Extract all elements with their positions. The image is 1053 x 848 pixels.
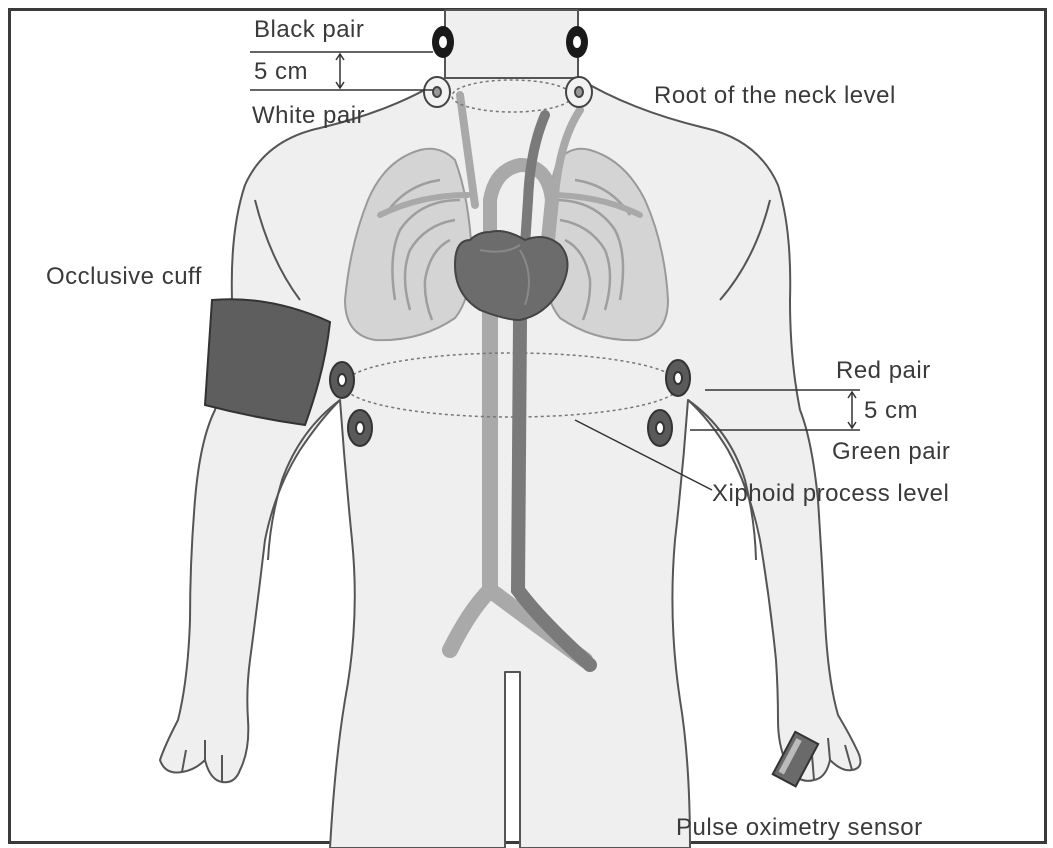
red-pair-label: Red pair — [836, 357, 931, 385]
green-pair-label: Green pair — [832, 438, 950, 466]
pulse-oximetry-label: Pulse oximetry sensor — [676, 814, 923, 842]
bottom-distance-label: 5 cm — [864, 397, 918, 425]
occlusive-cuff-label: Occlusive cuff — [46, 263, 202, 291]
black-pair-label: Black pair — [254, 16, 364, 44]
xiphoid-level-label: Xiphoid process level — [712, 480, 949, 508]
body-silhouette — [160, 10, 860, 848]
torso-and-arms — [160, 78, 860, 848]
top-distance-label: 5 cm — [254, 58, 308, 86]
root-neck-level-label: Root of the neck level — [654, 82, 896, 110]
white-pair-label: White pair — [252, 102, 365, 130]
occlusive-cuff — [205, 299, 330, 425]
